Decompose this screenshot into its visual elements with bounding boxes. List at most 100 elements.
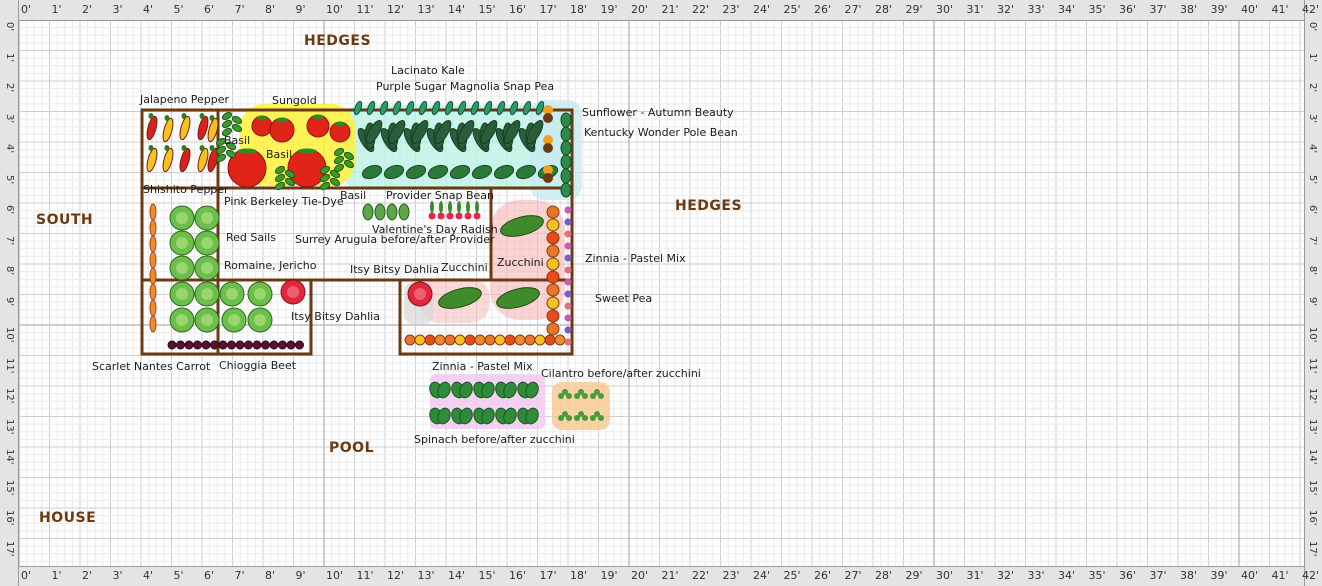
bean-icon[interactable] [560,182,572,198]
carrot-icon[interactable] [149,299,157,317]
carrot-icon[interactable] [149,315,157,333]
lettuce-icon[interactable] [194,230,220,256]
bean-icon[interactable] [560,140,572,156]
carrot-icon[interactable] [149,267,157,285]
lettuce-icon[interactable] [169,205,195,231]
zinnia-icon[interactable] [546,322,560,336]
carrot-icon[interactable] [149,251,157,269]
carrot-icon[interactable] [149,235,157,253]
label-zucchini-1[interactable]: Zucchini [441,261,488,274]
lettuce-icon[interactable] [247,281,273,307]
spinach-icon[interactable] [472,380,497,399]
label-sweet-pea[interactable]: Sweet Pea [595,292,653,305]
label-spinach[interactable]: Spinach before/after zucchini [414,433,575,446]
label-dahlia-left[interactable]: Itsy Bitsy Dahlia [291,310,380,323]
sweet-pea-icon[interactable] [564,218,572,226]
zinnia-icon[interactable] [494,334,506,346]
beet-icon[interactable] [210,340,219,350]
label-pink-berkeley[interactable]: Pink Berkeley Tie-Dye [224,195,344,208]
label-cilantro[interactable]: Cilantro before/after zucchini [541,367,701,380]
pepper-icon[interactable] [161,115,175,143]
radish-icon[interactable] [464,201,472,220]
pepper-icon[interactable] [196,145,210,173]
pea-pod-icon[interactable] [379,100,389,116]
cilantro-icon[interactable] [558,389,572,399]
sweet-pea-icon[interactable] [564,290,572,298]
pea-pod-icon[interactable] [353,100,363,116]
zinnia-icon[interactable] [546,257,560,271]
lettuce-icon[interactable] [169,255,195,281]
tomato-icon[interactable] [251,115,273,137]
lettuce-icon[interactable] [169,230,195,256]
label-basil-2[interactable]: Basil [266,148,293,161]
label-provider-bean[interactable]: Provider Snap Bean [386,189,494,202]
label-shishito[interactable]: Shishito Pepper [143,183,229,196]
zinnia-icon[interactable] [414,334,426,346]
beet-icon[interactable] [193,340,202,350]
label-pole-bean[interactable]: Kentucky Wonder Pole Bean [584,126,738,139]
radish-icon[interactable] [446,201,454,220]
label-dahlia-right[interactable]: Itsy Bitsy Dahlia [350,263,439,276]
radish-icon[interactable] [428,201,436,220]
label-romaine[interactable]: Romaine, Jericho [224,259,317,272]
label-jalapeno[interactable]: Jalapeno Pepper [140,93,229,106]
spinach-icon[interactable] [450,406,475,425]
bean-icon[interactable] [560,168,572,184]
tomato-icon[interactable] [287,148,327,188]
kale-icon[interactable] [401,118,431,154]
label-basil-3[interactable]: Basil [340,189,367,202]
pea-pod-icon[interactable] [366,100,376,116]
dahlia-icon[interactable] [407,281,433,307]
zinnia-icon[interactable] [404,334,416,346]
zinnia-icon[interactable] [434,334,446,346]
kale-icon[interactable] [378,118,408,154]
label-arugula[interactable]: Surrey Arugula before/after Provider [295,233,495,246]
beet-icon[interactable] [269,340,279,350]
zinnia-icon[interactable] [546,296,560,310]
sweet-pea-icon[interactable] [564,302,572,310]
sweet-pea-icon[interactable] [564,254,572,262]
kale-icon[interactable] [447,118,477,154]
bean-icon[interactable] [560,126,572,142]
lettuce-icon[interactable] [194,307,220,333]
bean-icon[interactable] [361,163,384,181]
pea-pod-icon[interactable] [522,100,532,116]
zinnia-icon[interactable] [546,283,560,297]
beet-icon[interactable] [244,340,253,350]
spinach-icon[interactable] [472,406,497,425]
lettuce-icon[interactable] [219,281,245,307]
cilantro-icon[interactable] [590,411,604,421]
zinnia-icon[interactable] [546,218,560,232]
pea-pod-icon[interactable] [418,100,428,116]
beet-icon[interactable] [167,340,177,350]
zinnia-icon[interactable] [514,334,526,346]
pea-pod-icon[interactable] [392,100,402,116]
basil-icon[interactable] [374,203,386,221]
sunflower-icon[interactable] [542,164,553,183]
cilantro-icon[interactable] [590,389,604,399]
zinnia-icon[interactable] [504,334,516,346]
cilantro-icon[interactable] [574,411,588,421]
zinnia-icon[interactable] [524,334,536,346]
sweet-pea-icon[interactable] [564,206,572,214]
bean-icon[interactable] [493,163,516,181]
carrot-icon[interactable] [149,203,157,221]
zinnia-icon[interactable] [424,334,436,346]
spinach-icon[interactable] [516,380,541,399]
zinnia-icon[interactable] [546,270,560,284]
sweet-pea-icon[interactable] [564,230,572,238]
lettuce-icon[interactable] [194,255,220,281]
beet-icon[interactable] [184,340,194,350]
pea-pod-icon[interactable] [470,100,480,116]
kale-icon[interactable] [493,118,523,154]
kale-icon[interactable] [516,118,546,154]
beet-icon[interactable] [201,340,211,350]
label-lacinato-kale[interactable]: Lacinato Kale [391,64,465,77]
zinnia-icon[interactable] [546,205,560,219]
pepper-icon[interactable] [178,145,192,173]
kale-icon[interactable] [470,118,500,154]
zucchini-icon[interactable] [494,284,541,313]
sunflower-icon[interactable] [542,134,553,153]
spinach-icon[interactable] [450,380,475,399]
basil-icon[interactable] [362,203,374,221]
